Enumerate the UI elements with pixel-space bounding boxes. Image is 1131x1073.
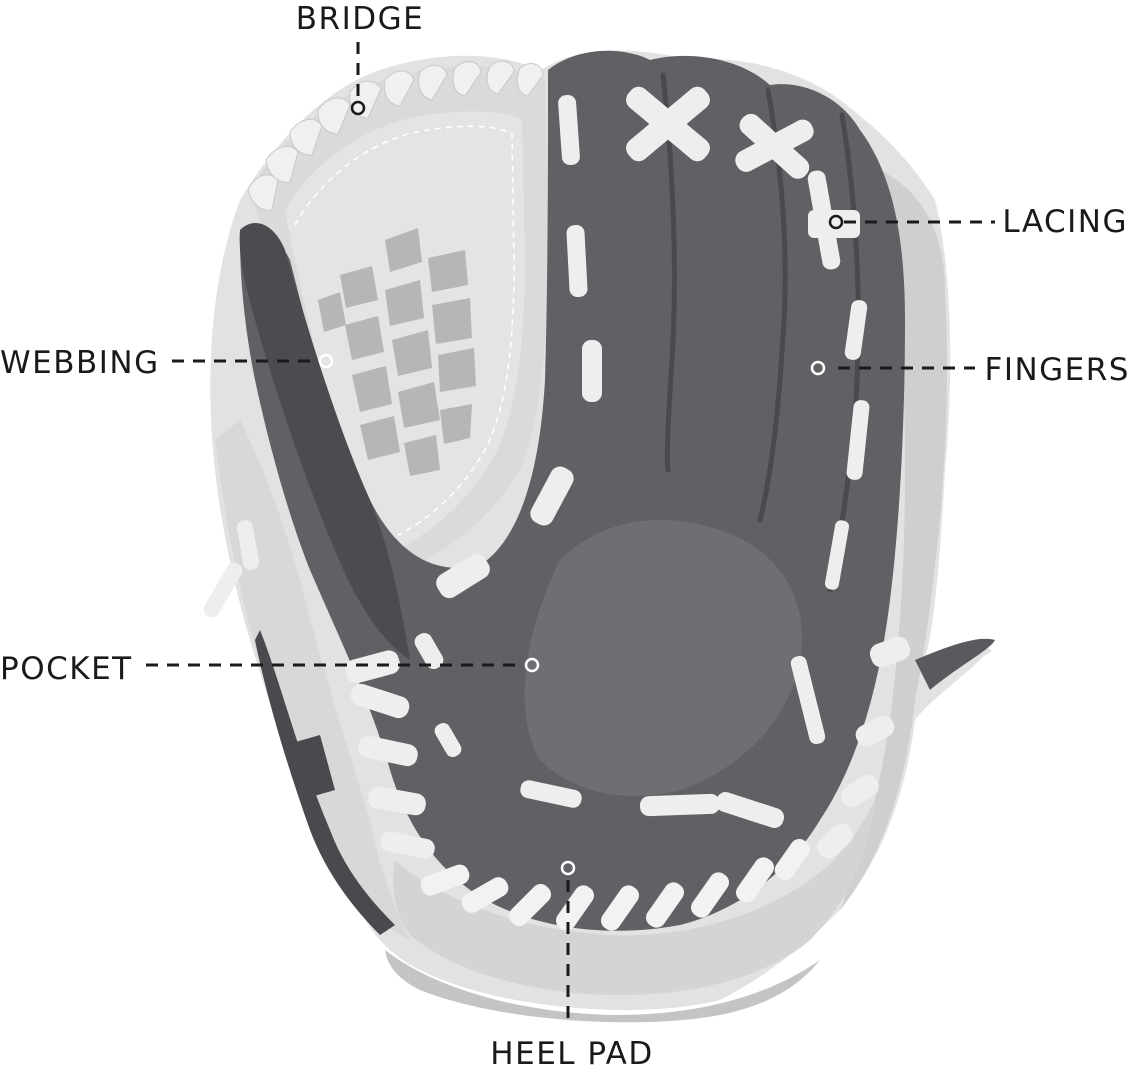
glove-right-edge-laces <box>790 300 911 859</box>
glove-heel-shell <box>385 950 820 1023</box>
glove-right-strap <box>915 638 995 690</box>
label-bridge: BRIDGE <box>296 1 424 37</box>
callout-heel-pad: HEEL PAD <box>490 860 653 1072</box>
marker-bridge <box>350 100 366 116</box>
glove-right-rim <box>840 170 948 910</box>
glove-webbing-stitch <box>294 125 515 536</box>
label-webbing: WEBBING <box>0 345 160 381</box>
glove-heel-band <box>393 800 875 995</box>
marker-lacing <box>828 214 844 230</box>
marker-pocket <box>524 657 540 673</box>
marker-webbing <box>318 353 334 369</box>
label-pocket: POCKET <box>0 651 133 687</box>
label-fingers: FINGERS <box>985 352 1131 388</box>
glove-thumb-stall <box>239 222 410 660</box>
glove-palm-highlight <box>524 520 802 796</box>
callout-lacing: LACING <box>828 204 1128 240</box>
callout-fingers: FINGERS <box>810 352 1131 388</box>
label-lacing: LACING <box>1002 204 1128 240</box>
label-heel-pad: HEEL PAD <box>490 1036 653 1072</box>
glove-left-edge-laces <box>203 520 435 859</box>
glove-finger-x-laces <box>626 86 860 270</box>
callout-webbing: WEBBING <box>0 345 334 381</box>
glove-heel-laces <box>420 838 810 931</box>
marker-fingers <box>810 360 826 376</box>
glove-bridge-laces <box>247 60 544 211</box>
glove-left-rim <box>215 420 410 940</box>
glove-illustration <box>203 50 995 1023</box>
callout-pocket: POCKET <box>0 651 540 687</box>
glove-palm-laces <box>414 94 785 828</box>
marker-heel-pad <box>560 860 576 876</box>
glove-wrist-strap-tail <box>255 630 395 935</box>
callout-bridge: BRIDGE <box>296 1 424 116</box>
glove-webbing-blocks <box>318 228 476 476</box>
